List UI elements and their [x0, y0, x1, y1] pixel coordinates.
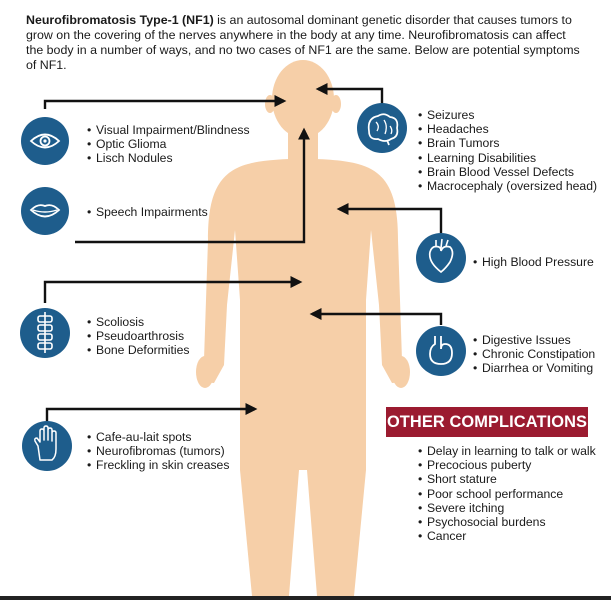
stomach-icon — [416, 326, 466, 376]
list-item: Macrocephaly (oversized head) — [418, 179, 597, 193]
list-item: Diarrhea or Vomiting — [473, 361, 595, 375]
list-item: Chronic Constipation — [473, 347, 595, 361]
list-item: Short stature — [418, 472, 596, 486]
stomach-connector — [309, 308, 443, 325]
eye-symptom-list: Visual Impairment/Blindness Optic Glioma… — [87, 123, 250, 166]
list-item: High Blood Pressure — [473, 255, 594, 269]
list-item: Brain Blood Vessel Defects — [418, 165, 597, 179]
intro-title: Neurofibromatosis Type-1 (NF1) — [26, 13, 214, 27]
heart-connector — [336, 203, 443, 233]
list-item: Precocious puberty — [418, 458, 596, 472]
list-item: Pseudoarthrosis — [87, 329, 189, 343]
bottom-border — [0, 596, 611, 600]
list-item: Psychosocial burdens — [418, 515, 596, 529]
list-item: Poor school performance — [418, 487, 596, 501]
brain-symptom-list: Seizures Headaches Brain Tumors Learning… — [418, 108, 597, 193]
connector-lines — [43, 83, 443, 423]
mouth-symptom-list: Speech Impairments — [87, 205, 208, 219]
list-item: Bone Deformities — [87, 343, 189, 357]
list-item: Seizures — [418, 108, 597, 122]
list-item: Delay in learning to talk or walk — [418, 444, 596, 458]
intro-text: is an autosomal dominant genetic disorde… — [26, 13, 580, 72]
list-item: Headaches — [418, 122, 597, 136]
list-item: Cafe-au-lait spots — [87, 430, 229, 444]
list-item: Cancer — [418, 529, 596, 543]
eye-connector — [43, 95, 287, 109]
list-item: Freckling in skin creases — [87, 458, 229, 472]
brain-connector — [315, 83, 384, 104]
other-complications-list: Delay in learning to talk or walk Precoc… — [418, 444, 596, 544]
spine-connector — [43, 276, 303, 303]
list-item: Lisch Nodules — [87, 151, 250, 165]
list-item: Learning Disabilities — [418, 151, 597, 165]
other-complications-banner: OTHER COMPLICATIONS — [386, 407, 588, 437]
list-item: Digestive Issues — [473, 333, 595, 347]
intro-paragraph: Neurofibromatosis Type-1 (NF1) is an aut… — [26, 13, 586, 73]
list-item: Visual Impairment/Blindness — [87, 123, 250, 137]
heart-icon — [416, 233, 466, 283]
spine-symptom-list: Scoliosis Pseudoarthrosis Bone Deformiti… — [87, 315, 189, 358]
list-item: Speech Impairments — [87, 205, 208, 219]
human-body-silhouette — [196, 60, 410, 596]
stomach-symptom-list: Digestive Issues Chronic Constipation Di… — [473, 333, 595, 376]
brain-icon — [357, 103, 407, 153]
hand-icon — [22, 421, 72, 471]
mouth-icon — [21, 187, 69, 235]
list-item: Neurofibromas (tumors) — [87, 444, 229, 458]
eye-icon — [21, 117, 69, 165]
heart-symptom-list: High Blood Pressure — [473, 255, 594, 269]
hand-symptom-list: Cafe-au-lait spots Neurofibromas (tumors… — [87, 430, 229, 473]
list-item: Scoliosis — [87, 315, 189, 329]
hand-connector — [45, 403, 258, 423]
spine-icon — [20, 308, 70, 358]
list-item: Optic Glioma — [87, 137, 250, 151]
list-item: Brain Tumors — [418, 136, 597, 150]
mouth-connector — [75, 127, 310, 244]
list-item: Severe itching — [418, 501, 596, 515]
